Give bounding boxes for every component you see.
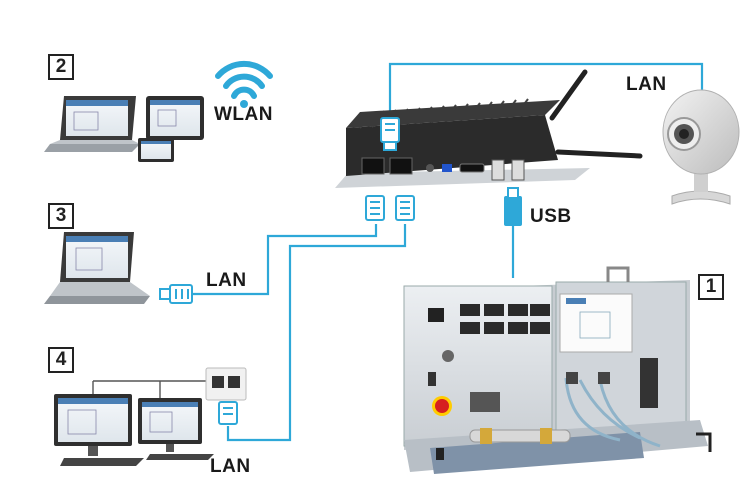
monitor-icon [138,398,214,460]
badge-group-2: 2 [48,54,74,80]
wall-socket-icon [205,367,247,401]
ethernet-plug-icon [365,195,385,221]
cables [92,62,704,442]
wifi-icon [215,60,273,99]
label-lan-laptop: LAN [206,270,247,291]
ethernet-plug-icon [218,401,238,425]
laptop-icon [44,232,150,304]
badge-group-1: 1 [698,274,724,300]
laptop-icon [44,96,140,152]
label-lan-workstation: LAN [210,456,251,477]
label-lan-webcam: LAN [626,74,667,95]
ethernet-plug-icon [380,117,400,151]
usb-plug-icon [504,187,522,226]
ethernet-plug-icon [159,284,193,304]
label-usb: USB [530,206,572,227]
cable-router-wallsocket [226,224,407,442]
monitor-icon [54,394,144,466]
badge-group-3: 3 [48,203,74,229]
tablet-icon [138,96,204,162]
cable-router-laptop [192,224,378,296]
webcam-icon [662,89,740,205]
trainer-unit-icon [403,266,712,474]
label-wlan: WLAN [214,104,273,125]
badge-group-4: 4 [48,347,74,373]
cable-router-webcam [388,62,704,118]
ethernet-plug-icon [395,195,415,221]
